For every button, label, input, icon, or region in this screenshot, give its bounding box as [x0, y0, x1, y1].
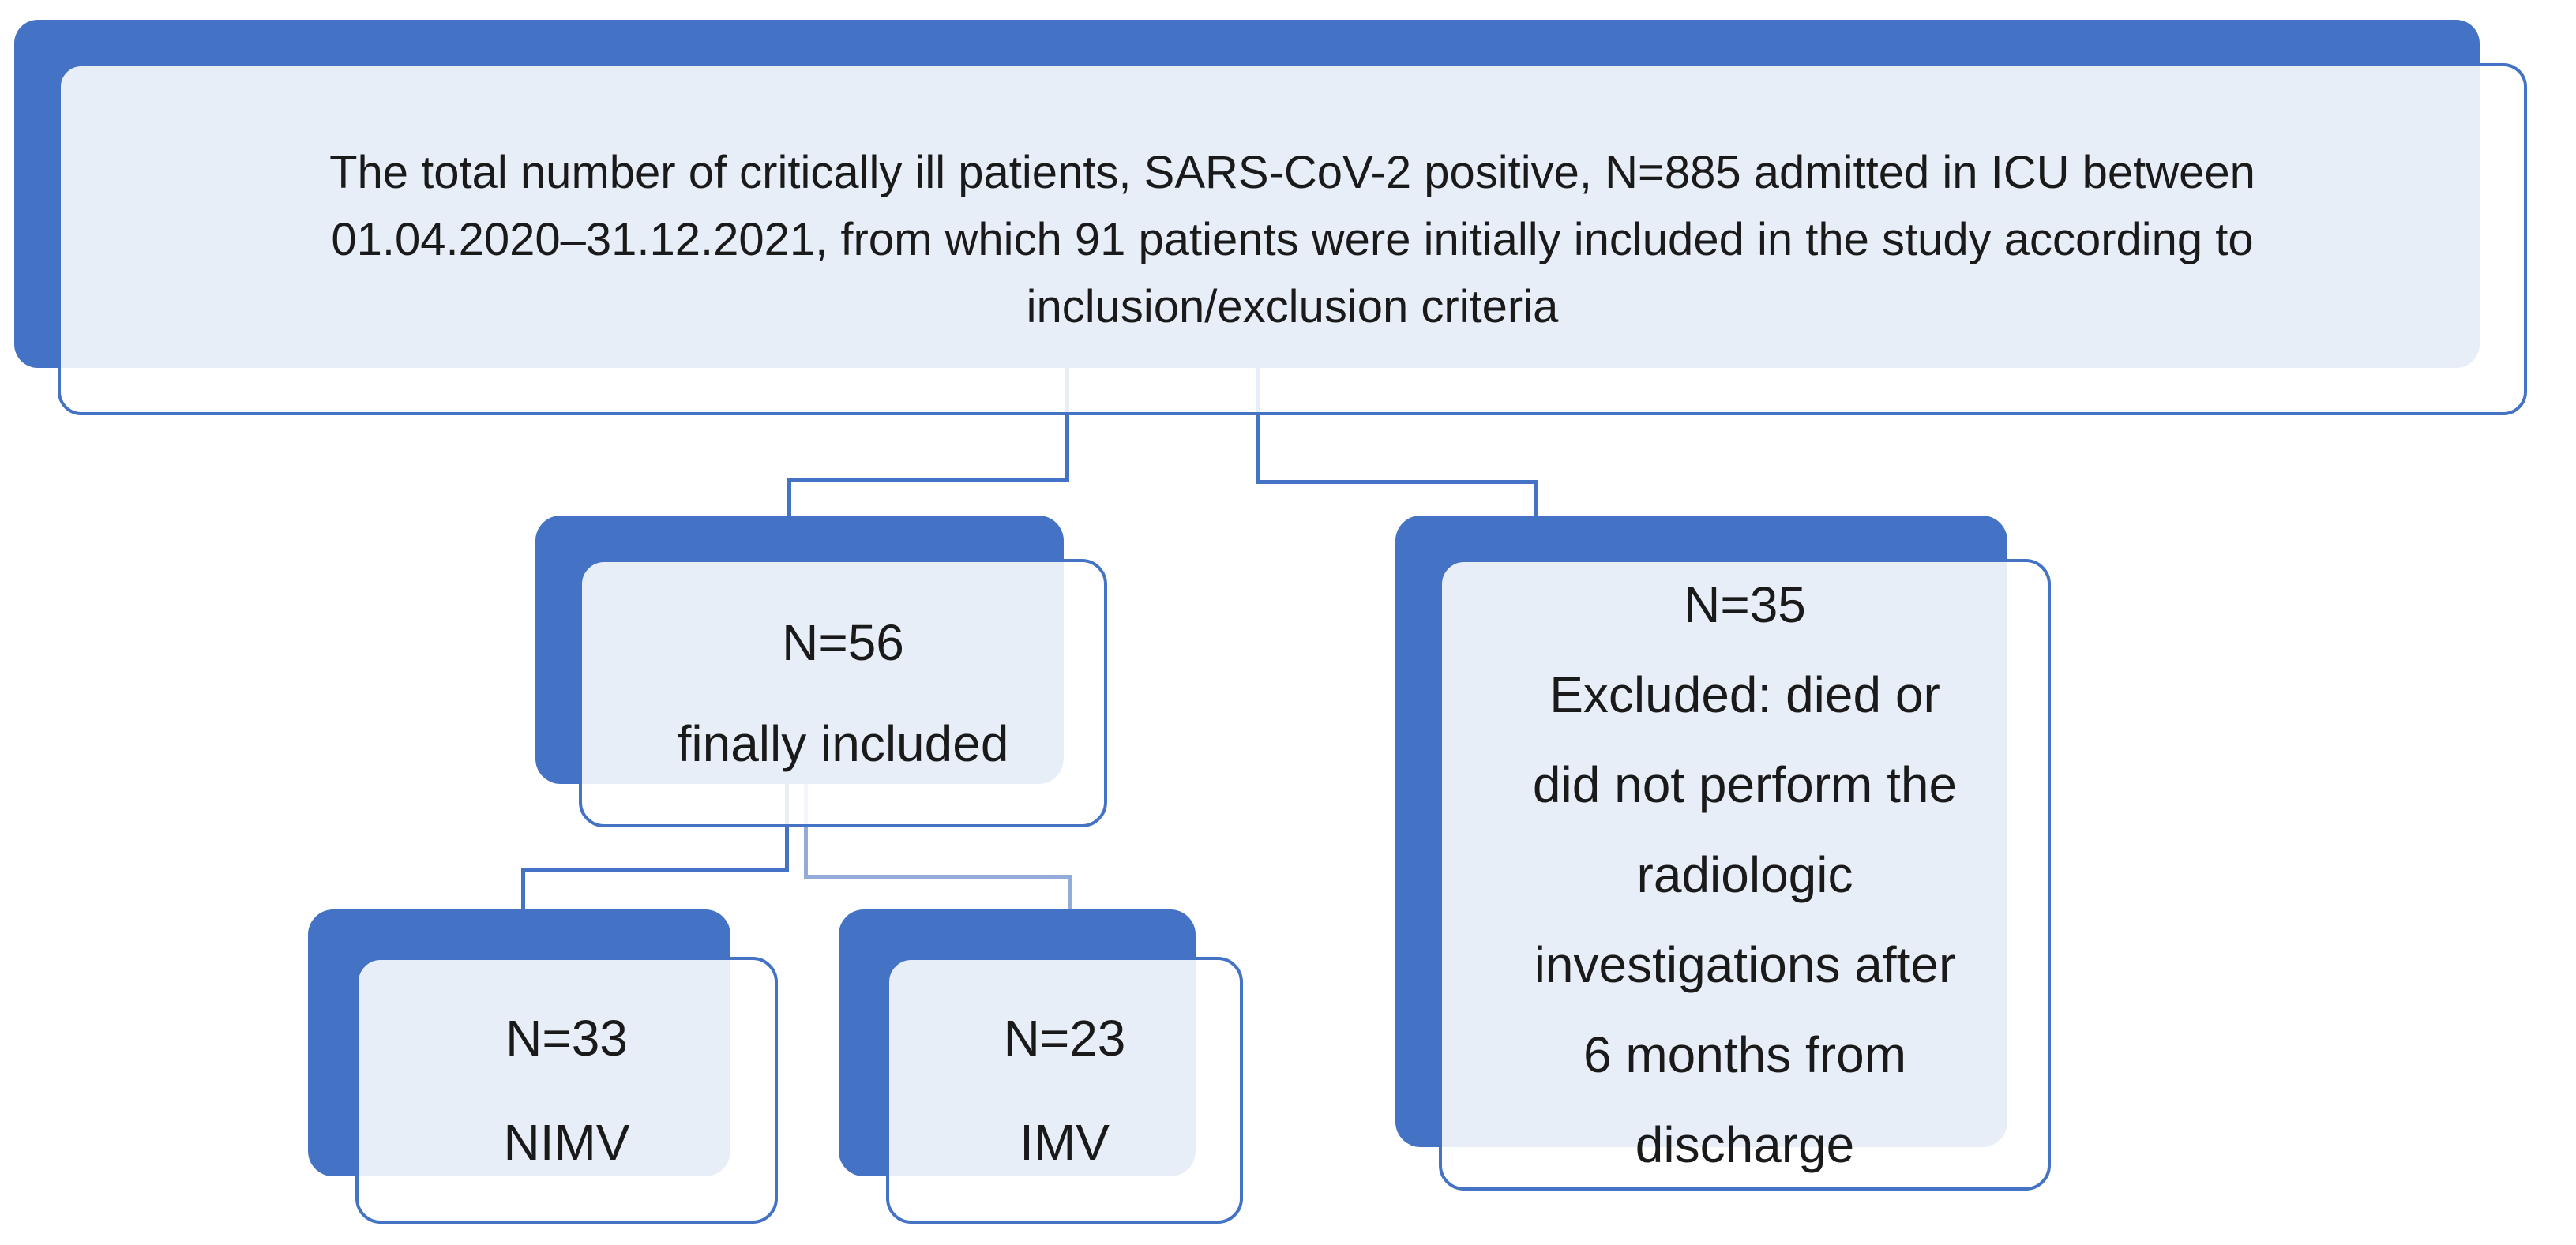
connector-included-nimv-h [521, 868, 789, 872]
excluded-node-line6: discharge [1635, 1116, 1855, 1173]
nimv-node-label: NIMV [503, 1114, 630, 1171]
excluded-node-count: N=35 [1684, 576, 1806, 633]
connector-total-excluded-v2 [1534, 480, 1538, 518]
connector-included-nimv-v1 [785, 784, 789, 872]
excluded-node-line3: radiologic [1636, 846, 1853, 903]
included-node-box: N=56 finally included [579, 559, 1107, 827]
connector-total-included-h [787, 478, 1069, 482]
excluded-node-line2: did not perform the [1532, 756, 1958, 813]
connector-included-imv-h [804, 875, 1072, 879]
connector-included-imv-v1 [804, 784, 808, 879]
total-node-line3: inclusion/exclusion criteria [1026, 280, 1559, 332]
connector-total-excluded-v1 [1256, 368, 1260, 483]
connector-included-nimv-v2 [521, 868, 525, 911]
excluded-node-box: N=35 Excluded: died or did not perform t… [1439, 559, 2051, 1191]
total-node-box: The total number of critically ill patie… [58, 63, 2527, 415]
nimv-node-box: N=33 NIMV [355, 957, 778, 1224]
excluded-node-line5: 6 months from [1583, 1026, 1907, 1083]
excluded-node-line4: investigations after [1534, 936, 1956, 993]
connector-total-included-v2 [787, 478, 791, 518]
total-node-line2: 01.04.2020–31.12.2021, from which 91 pat… [331, 213, 2254, 265]
total-node-line1: The total number of critically ill patie… [329, 146, 2255, 198]
nimv-node-count: N=33 [505, 1010, 628, 1067]
imv-node-count: N=23 [1003, 1010, 1126, 1067]
included-node-count: N=56 [782, 614, 904, 671]
connector-included-imv-v2 [1068, 875, 1072, 911]
excluded-node-line1: Excluded: died or [1549, 666, 1940, 723]
imv-node-label: IMV [1020, 1114, 1110, 1171]
included-node-label: finally included [677, 715, 1009, 772]
imv-node-box: N=23 IMV [886, 957, 1243, 1224]
connector-total-included-v1 [1065, 368, 1069, 482]
connector-total-excluded-h [1256, 480, 1538, 484]
